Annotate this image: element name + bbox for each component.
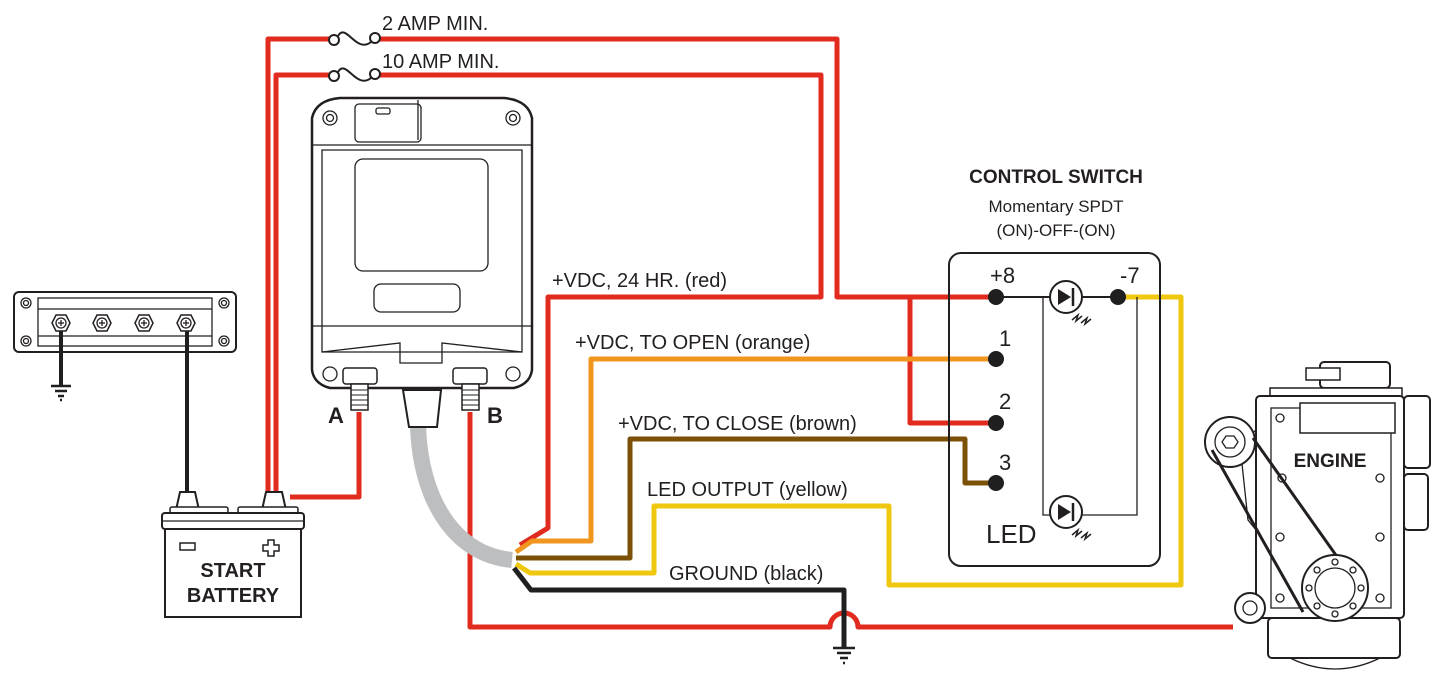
led-icon-bottom (1049, 495, 1092, 542)
fuse-icon-2amp (328, 31, 381, 46)
pin-3 (988, 475, 1004, 491)
battery-label-line1: START (200, 560, 265, 582)
start-battery (161, 491, 305, 618)
pin-label-2: 2 (999, 389, 1011, 414)
control-switch-title: CONTROL SWITCH (969, 167, 1143, 188)
pin-2 (988, 415, 1004, 431)
relay-cable (410, 424, 514, 568)
wire-label-brown: +VDC, TO CLOSE (brown) (618, 413, 857, 435)
battery-label-line2: BATTERY (187, 585, 280, 607)
wire-label-black: GROUND (black) (669, 563, 823, 585)
led-icon-top (1049, 280, 1092, 327)
ground-bus-bar (13, 291, 237, 353)
ground-icon (833, 646, 855, 665)
pin-minus7 (1110, 289, 1126, 305)
bus-terminal-screw (51, 314, 71, 332)
bus-terminal-screw (134, 314, 154, 332)
fuse-label-10amp: 10 AMP MIN. (382, 51, 499, 73)
control-switch-subtitle: Momentary SPDT (988, 197, 1123, 216)
bus-terminal-screw (176, 314, 196, 332)
fuse-icon-10amp (328, 67, 381, 82)
pin-1 (988, 351, 1004, 367)
pin-label-1: 1 (999, 326, 1011, 351)
fuse-label-2amp: 2 AMP MIN. (382, 13, 488, 35)
engine (1204, 361, 1431, 670)
harness-wires (512, 294, 1184, 647)
pin-plus8 (988, 289, 1004, 305)
bus-terminal-screw (92, 314, 112, 332)
wire-label-orange: +VDC, TO OPEN (orange) (575, 332, 810, 354)
wire-label-red: +VDC, 24 HR. (red) (552, 270, 727, 292)
battery-switch-relay (310, 96, 534, 428)
wire-label-yellow: LED OUTPUT (yellow) (647, 479, 848, 501)
engine-label: ENGINE (1294, 451, 1367, 472)
pin-label-minus7: -7 (1120, 263, 1140, 288)
terminal-label-a: A (328, 403, 344, 428)
ground-icon (51, 384, 71, 402)
control-switch-mode: (ON)-OFF-(ON) (997, 221, 1116, 240)
pin-label-3: 3 (999, 450, 1011, 475)
pin-label-plus8: +8 (990, 263, 1015, 288)
led-label: LED (986, 519, 1037, 549)
terminal-label-b: B (487, 403, 503, 428)
